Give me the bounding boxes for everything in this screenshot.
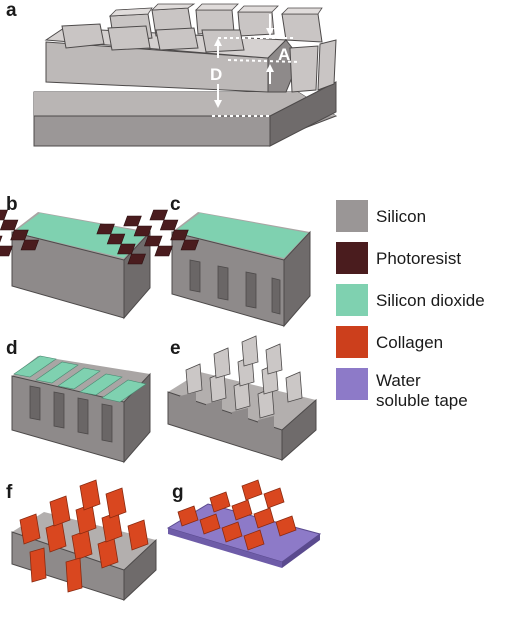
legend-label-silicon-dioxide: Silicon dioxide (376, 291, 485, 310)
panel-label-c: c (170, 194, 181, 215)
panel-label-e: e (170, 338, 181, 359)
legend-label-line: soluble tape (376, 391, 468, 410)
legend-label-line: Water (376, 371, 421, 390)
legend: Silicon Photoresist Silicon dioxide Coll… (336, 200, 485, 410)
panel-c-block (96, 209, 311, 328)
legend-label-photoresist: Photoresist (376, 249, 461, 268)
legend-label-collagen: Collagen (376, 333, 443, 352)
panel-f-block (11, 479, 157, 602)
legend-swatch-silicon (336, 200, 368, 232)
panel-b-block (0, 209, 151, 320)
depth-label: D (210, 65, 222, 84)
legend-swatch-water-soluble-tape (336, 368, 368, 400)
legend-swatch-silicon-dioxide (336, 284, 368, 316)
legend-swatch-collagen (336, 326, 368, 358)
panel-d-block (11, 355, 151, 464)
panel-g-block (166, 479, 322, 568)
aperture-label: A (278, 45, 290, 64)
panel-e-block (167, 335, 317, 462)
panel-label-g: g (172, 482, 184, 503)
panel-label-a: a (6, 0, 17, 21)
legend-label-silicon: Silicon (376, 207, 426, 226)
panel-a-block (33, 3, 338, 147)
panel-label-b: b (6, 194, 18, 215)
panel-label-f: f (6, 482, 13, 503)
panel-label-d: d (6, 338, 18, 359)
legend-swatch-photoresist (336, 242, 368, 274)
